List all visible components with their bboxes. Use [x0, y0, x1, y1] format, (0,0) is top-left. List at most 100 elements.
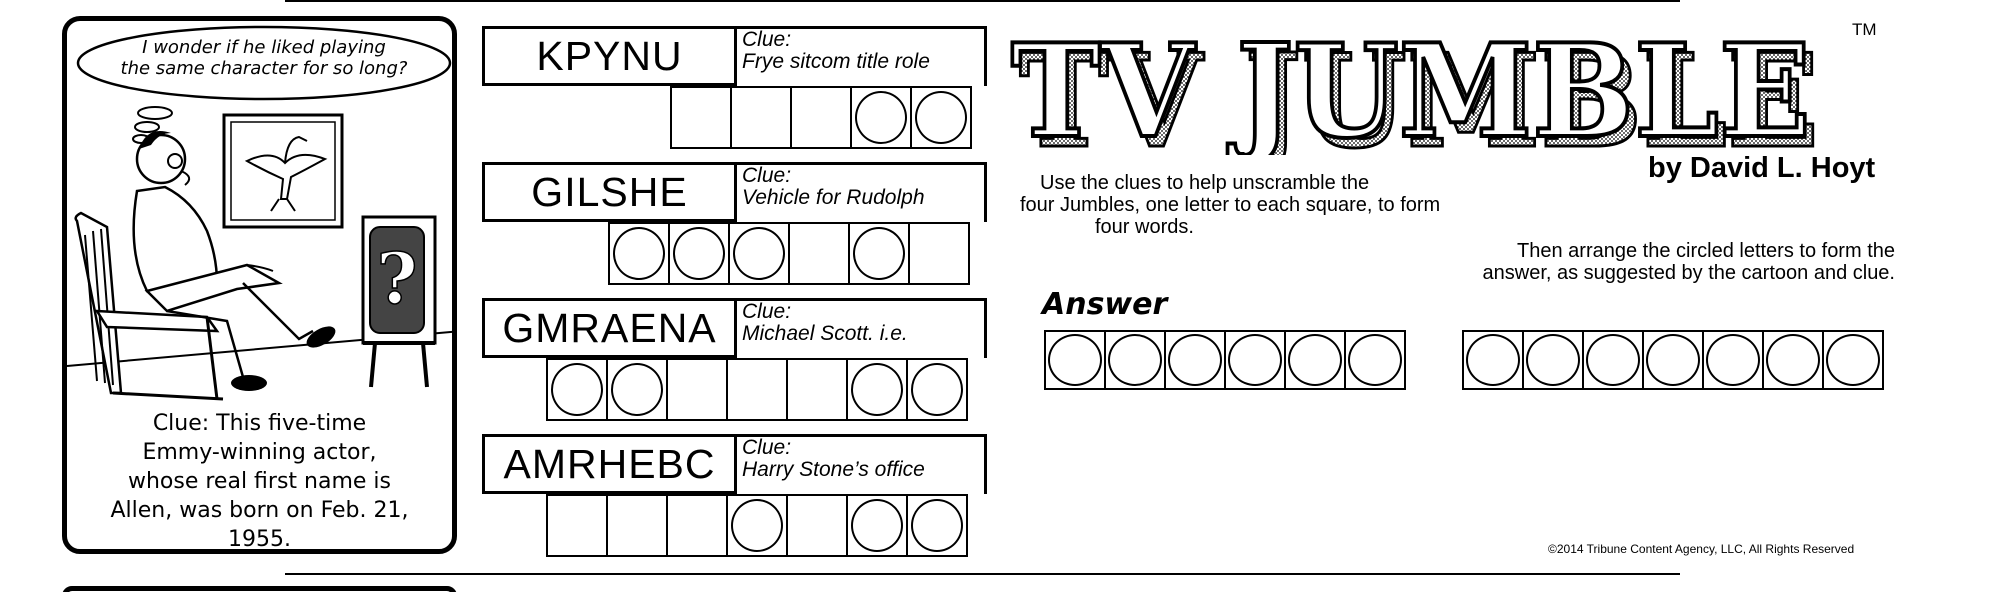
answer-circle-marker: [1228, 334, 1282, 386]
letter-square[interactable]: [848, 222, 910, 285]
letter-square[interactable]: [910, 86, 972, 149]
clue-label: Clue:: [742, 28, 792, 51]
clue-text: Frye sitcom title role: [742, 50, 930, 73]
answer-circle-marker: [1586, 334, 1640, 386]
answer-squares-4: [546, 494, 968, 557]
letter-square[interactable]: [846, 358, 908, 421]
instruction-line: four Jumbles, one letter to each square,…: [1020, 194, 1441, 216]
thought-line-2: the same character for so long?: [120, 58, 408, 79]
letter-square[interactable]: [670, 86, 732, 149]
scrambled-word-2: GILSHE: [482, 162, 737, 222]
circled-square-marker: [733, 227, 785, 280]
thought-bubble-text: I wonder if he liked playing the same ch…: [93, 37, 435, 79]
instructions-part-2: Then arrange the circled letters to form…: [1340, 240, 1896, 284]
letter-square[interactable]: [668, 222, 730, 285]
jumble-4: AMRHEBC Clue: Harry Stone’s office: [482, 434, 987, 564]
letter-square[interactable]: [846, 494, 908, 557]
letter-square[interactable]: [606, 358, 668, 421]
title-logo: TV JUMBLE TV JUMBLE: [1009, 20, 1821, 155]
answer-circle-marker: [1288, 334, 1342, 386]
circled-square-marker: [551, 363, 603, 416]
circled-square-marker: [911, 363, 963, 416]
answer-square[interactable]: [1224, 330, 1286, 390]
answer-circle-marker: [1766, 334, 1820, 386]
answer-word-2: [1462, 330, 1884, 390]
cartoon-panel: ? I wonder if he liked playing: [62, 16, 457, 554]
answer-square[interactable]: [1702, 330, 1764, 390]
answer-circle-marker: [1706, 334, 1760, 386]
cartoon-clue-line: Allen, was born on Feb. 21,: [110, 498, 409, 523]
television: [361, 215, 437, 388]
circled-square-marker: [911, 499, 963, 552]
jumble-clue-2: Clue: Vehicle for Rudolph: [734, 162, 987, 222]
answer-circle-marker: [1168, 334, 1222, 386]
thought-bubble: [76, 25, 452, 101]
answer-circle-marker: [1526, 334, 1580, 386]
letter-square[interactable]: [546, 494, 608, 557]
answer-square[interactable]: [1284, 330, 1346, 390]
title-text: TV JUMBLE: [1011, 20, 1811, 155]
letter-square[interactable]: [790, 86, 852, 149]
letter-square[interactable]: [908, 222, 970, 285]
clue-label: Clue:: [742, 164, 792, 187]
answer-circle-marker: [1646, 334, 1700, 386]
clue-text: Vehicle for Rudolph: [742, 186, 925, 209]
circled-square-marker: [855, 91, 907, 144]
letter-square[interactable]: [728, 222, 790, 285]
answer-square[interactable]: [1822, 330, 1884, 390]
letter-square[interactable]: [788, 222, 850, 285]
byline: by David L. Hoyt: [1648, 152, 1876, 184]
letter-square[interactable]: [786, 358, 848, 421]
letter-square[interactable]: [666, 494, 728, 557]
answer-square[interactable]: [1104, 330, 1166, 390]
answer-squares-1: [670, 86, 972, 149]
instruction-line: answer, as suggested by the cartoon and …: [1482, 262, 1896, 284]
circled-square-marker: [915, 91, 967, 144]
letter-square[interactable]: [726, 494, 788, 557]
answer-word-1: [1044, 330, 1406, 390]
circled-square-marker: [673, 227, 725, 280]
jumble-2: GILSHE Clue: Vehicle for Rudolph: [482, 162, 987, 292]
tv-question-mark: ?: [376, 237, 417, 320]
jumble-clue-3: Clue: Michael Scott. i.e.: [734, 298, 987, 358]
letter-square[interactable]: [726, 358, 788, 421]
answer-label: Answer: [1042, 287, 1168, 322]
trademark: TM: [1852, 20, 1877, 39]
cartoon-clue-line: Emmy-winning actor,: [142, 440, 377, 465]
letter-square[interactable]: [666, 358, 728, 421]
letter-square[interactable]: [546, 358, 608, 421]
jumble-clue-1: Clue: Frye sitcom title role: [734, 26, 987, 86]
cartoon-drawing: ?: [67, 25, 452, 401]
letter-square[interactable]: [608, 222, 670, 285]
scrambled-word-4: AMRHEBC: [482, 434, 737, 494]
letter-square[interactable]: [606, 494, 668, 557]
letter-square[interactable]: [786, 494, 848, 557]
answer-square[interactable]: [1462, 330, 1524, 390]
scrambled-word-1: KPYNU: [482, 26, 737, 86]
answer-circle-marker: [1108, 334, 1162, 386]
instructions-part-1: Use the clues to help unscramble the fou…: [1020, 172, 1580, 238]
cartoon-clue: Clue: This five-time Emmy-winning actor,…: [77, 409, 442, 549]
letter-square[interactable]: [730, 86, 792, 149]
letter-square[interactable]: [906, 358, 968, 421]
answer-square[interactable]: [1044, 330, 1106, 390]
letter-square[interactable]: [906, 494, 968, 557]
answer-square[interactable]: [1642, 330, 1704, 390]
wall-picture: [222, 113, 344, 229]
instruction-line: Then arrange the circled letters to form…: [1517, 240, 1895, 262]
answer-circle-marker: [1826, 334, 1880, 386]
answer-square[interactable]: [1582, 330, 1644, 390]
answer-square[interactable]: [1522, 330, 1584, 390]
answer-circle-marker: [1048, 334, 1102, 386]
circled-square-marker: [613, 227, 665, 280]
thought-line-1: I wonder if he liked playing: [142, 37, 386, 58]
answer-square[interactable]: [1762, 330, 1824, 390]
answer-square[interactable]: [1164, 330, 1226, 390]
instruction-line: Use the clues to help unscramble the: [1040, 172, 1370, 194]
clue-text: Harry Stone’s office: [742, 458, 925, 481]
title-shadow: TV JUMBLE: [1019, 27, 1819, 155]
answer-circle-marker: [1466, 334, 1520, 386]
letter-square[interactable]: [850, 86, 912, 149]
answer-square[interactable]: [1344, 330, 1406, 390]
answer-squares-3: [546, 358, 968, 421]
